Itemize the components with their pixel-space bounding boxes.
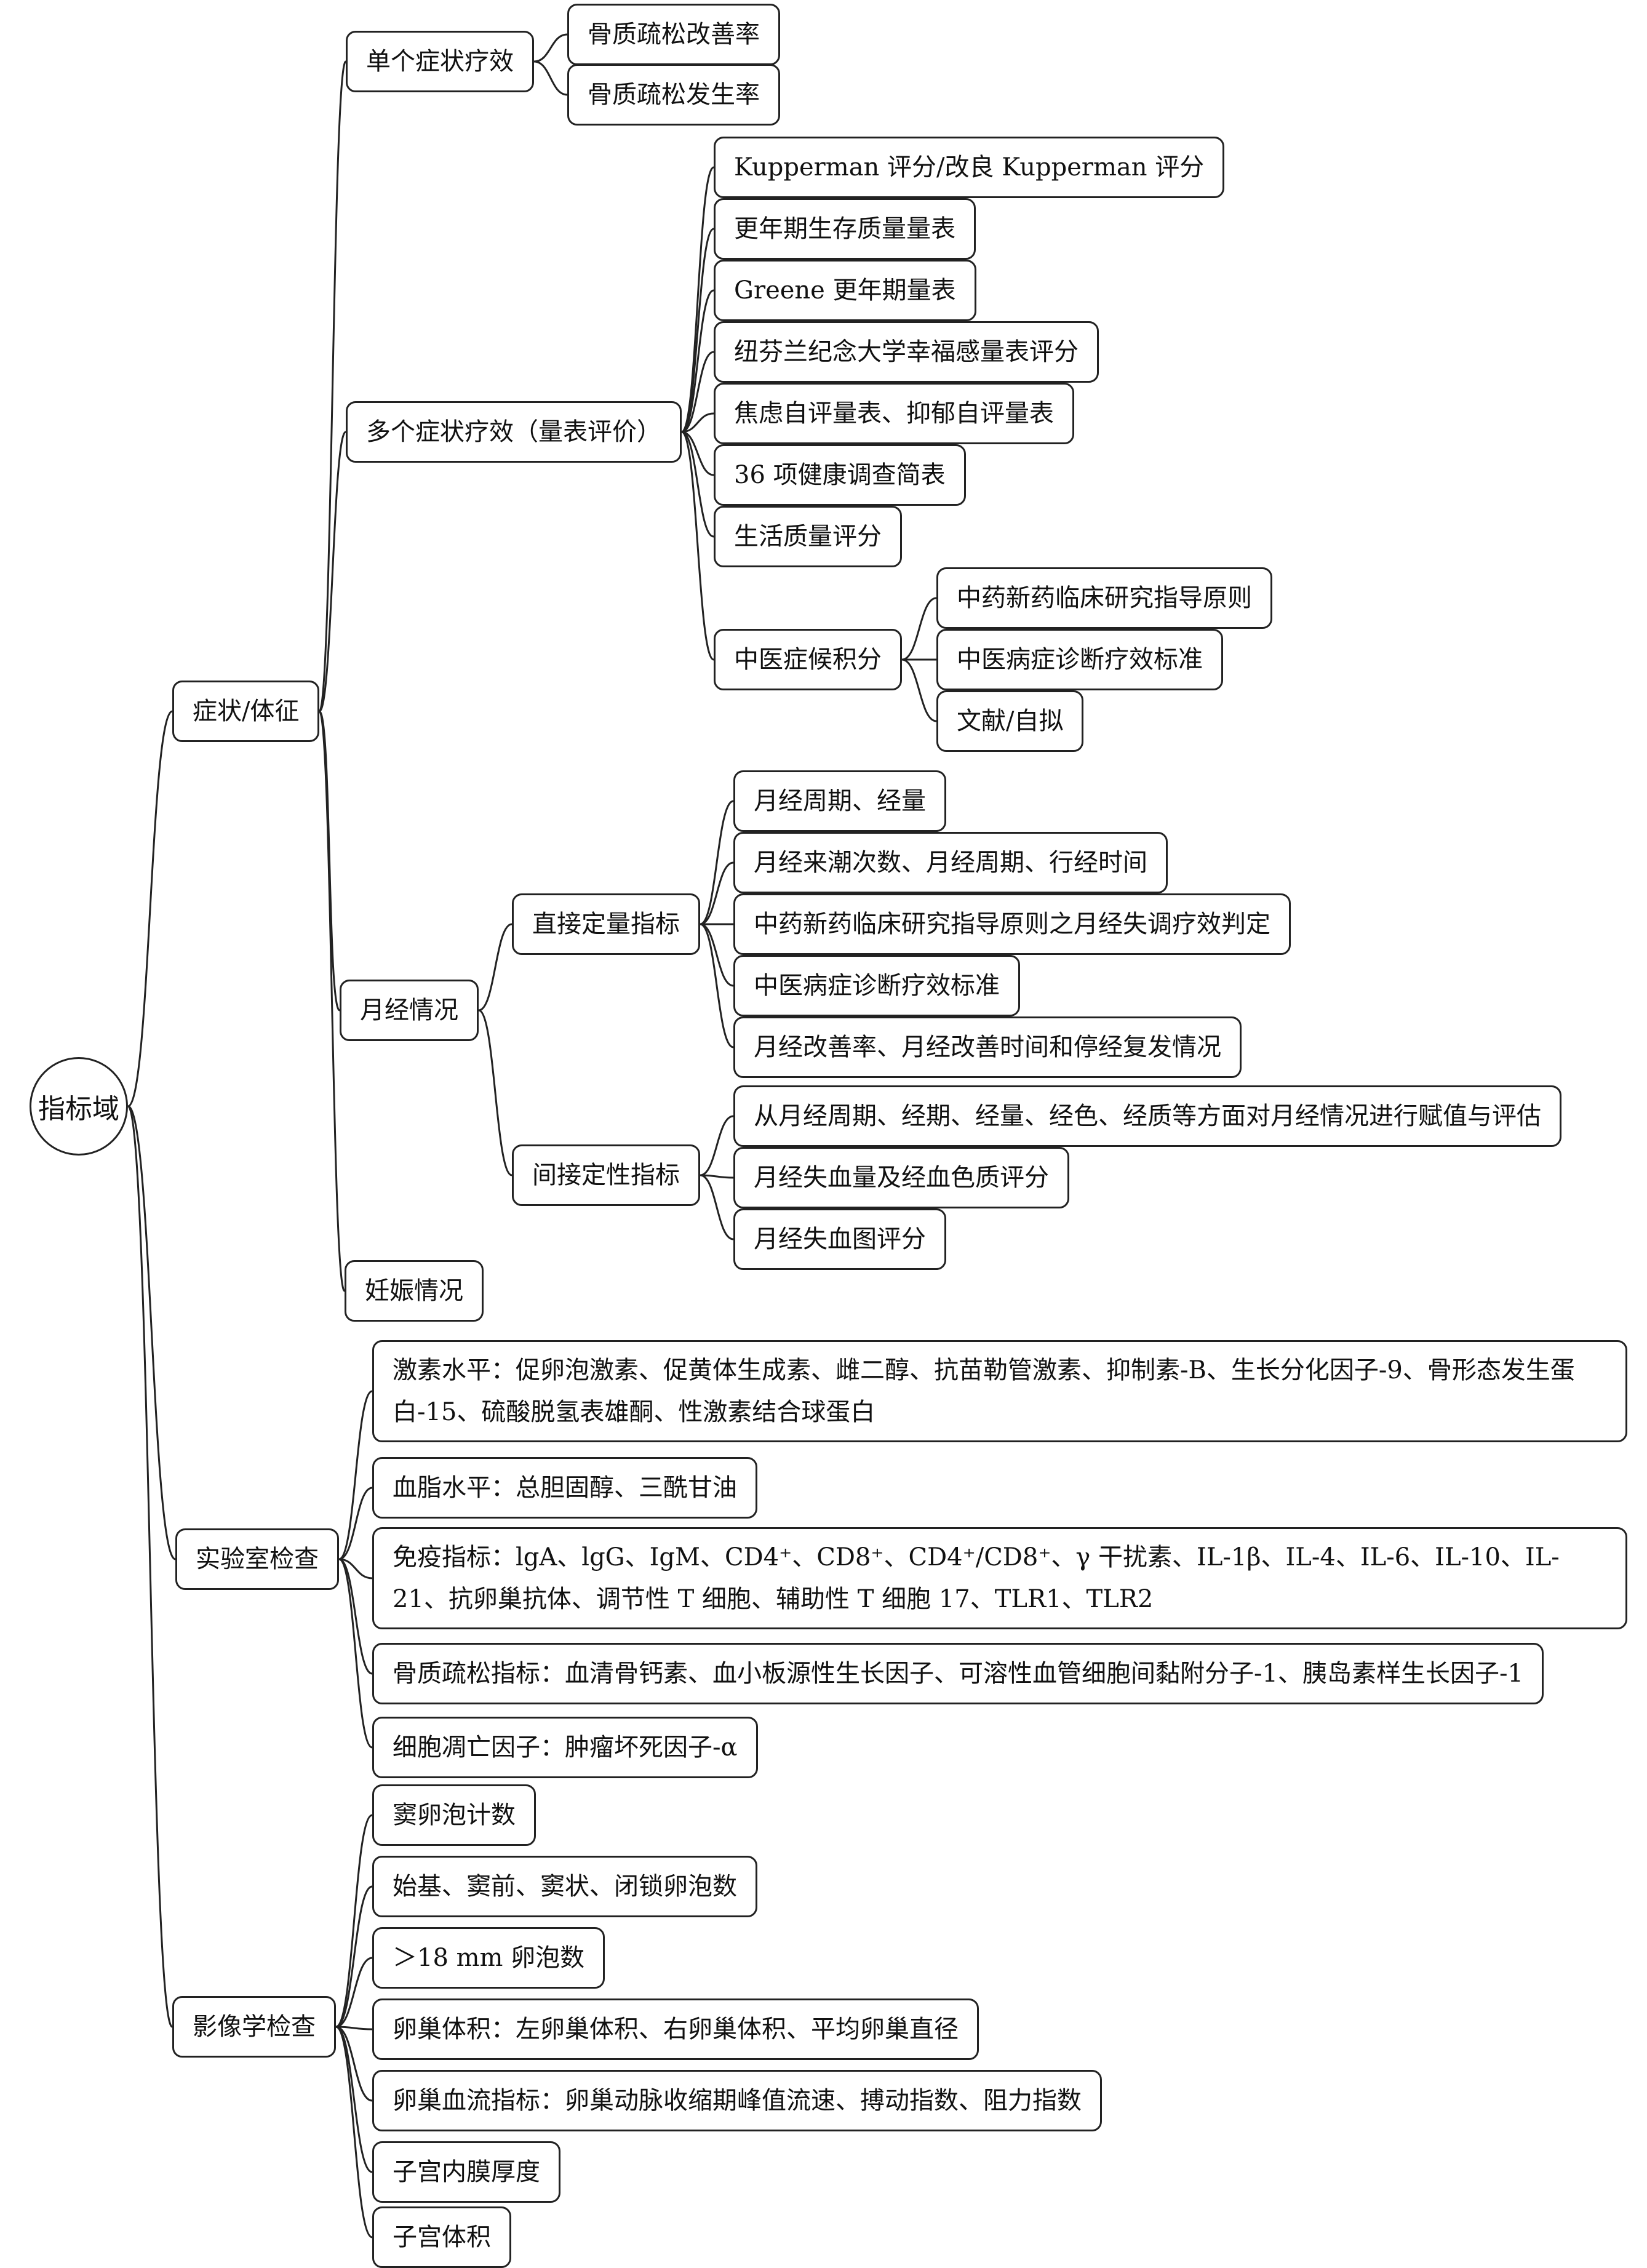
node-menstrual: 月经情况 bbox=[340, 980, 479, 1041]
leaf-indirect-1: 月经失血量及经血色质评分 bbox=[733, 1147, 1069, 1208]
connector-dir-d4 bbox=[700, 923, 734, 1048]
connector-ind-i1 bbox=[700, 1174, 734, 1179]
leaf-single-0: 骨质疏松改善率 bbox=[567, 4, 780, 65]
leaf-imaging-0: 窦卵泡计数 bbox=[372, 1784, 536, 1846]
leaf-indirect-0: 从月经周期、经期、经量、经色、经质等方面对月经情况进行赋值与评估 bbox=[733, 1085, 1561, 1147]
node-pregnancy: 妊娠情况 bbox=[345, 1260, 484, 1322]
node-single-symptom: 单个症状疗效 bbox=[346, 31, 534, 92]
leaf-lab-2: 免疫指标：lgA、lgG、IgM、CD4⁺、CD8⁺、CD4⁺/CD8⁺、γ 干… bbox=[372, 1527, 1627, 1629]
connector-img-g6 bbox=[335, 2026, 373, 2238]
leaf-imaging-5: 子宫内膜厚度 bbox=[372, 2141, 560, 2203]
connector-img-g2 bbox=[335, 1957, 373, 2028]
leaf-tcm-0: 中药新药临床研究指导原则 bbox=[936, 567, 1272, 629]
leaf-single-1: 骨质疏松发生率 bbox=[567, 64, 780, 126]
connector-tcm-t0 bbox=[901, 597, 937, 661]
connector-sym-single bbox=[318, 60, 347, 713]
leaf-multi-1: 更年期生存质量量表 bbox=[714, 198, 976, 260]
leaf-lab-4: 细胞凋亡因子：肿瘤坏死因子-α bbox=[372, 1717, 758, 1778]
leaf-direct-3: 中医病症诊断疗效标准 bbox=[733, 955, 1020, 1016]
connector-lab-l0 bbox=[338, 1390, 373, 1560]
connector-ind-i0 bbox=[700, 1115, 734, 1176]
connector-img-g0 bbox=[335, 1814, 373, 2028]
node-multi-symptom: 多个症状疗效（量表评价） bbox=[346, 401, 682, 463]
leaf-imaging-2: ＞18 mm 卵泡数 bbox=[372, 1927, 605, 1989]
connector-img-g5 bbox=[335, 2026, 373, 2173]
leaf-tcm-1: 中医病症诊断疗效标准 bbox=[936, 629, 1223, 690]
leaf-tcm-2: 文献/自拟 bbox=[936, 690, 1084, 752]
leaf-imaging-1: 始基、窦前、窦状、闭锁卵泡数 bbox=[372, 1856, 757, 1917]
node-symptoms: 症状/体征 bbox=[172, 681, 320, 742]
connector-root-sym bbox=[127, 710, 173, 1108]
connector-img-g3 bbox=[335, 2026, 373, 2030]
connector-multi-m2 bbox=[681, 289, 714, 433]
connector-multi-m6 bbox=[681, 431, 714, 538]
leaf-multi-2: Greene 更年期量表 bbox=[714, 260, 976, 321]
leaf-lab-0: 激素水平：促卵泡激素、促黄体生成素、雌二醇、抗苗勒管激素、抑制素-B、生长分化因… bbox=[372, 1340, 1627, 1442]
connector-root-lab bbox=[127, 1105, 176, 1560]
leaf-indirect-2: 月经失血图评分 bbox=[733, 1208, 946, 1270]
leaf-direct-4: 月经改善率、月经改善时间和停经复发情况 bbox=[733, 1016, 1242, 1078]
connector-dir-d0 bbox=[700, 800, 734, 925]
leaf-direct-0: 月经周期、经量 bbox=[733, 770, 946, 832]
connector-lab-l4 bbox=[338, 1558, 373, 1749]
leaf-multi-0: Kupperman 评分/改良 Kupperman 评分 bbox=[714, 137, 1225, 198]
connector-multi-m5 bbox=[681, 431, 714, 476]
leaf-lab-3: 骨质疏松指标：血清骨钙素、血小板源性生长因子、可溶性血管细胞间黏附分子-1、胰岛… bbox=[372, 1643, 1544, 1704]
connector-root-img bbox=[127, 1105, 173, 2028]
leaf-multi-6: 生活质量评分 bbox=[714, 506, 902, 567]
node-imaging: 影像学检查 bbox=[172, 1996, 336, 2058]
connector-multi-m4 bbox=[681, 412, 714, 433]
node-tcm-score: 中医症候积分 bbox=[714, 629, 902, 690]
connector-sym-multi bbox=[318, 431, 347, 713]
connector-lab-l3 bbox=[338, 1558, 373, 1675]
leaf-imaging-4: 卵巢血流指标：卵巢动脉收缩期峰值流速、搏动指数、阻力指数 bbox=[372, 2070, 1102, 2131]
connector-dir-d3 bbox=[700, 923, 734, 987]
leaf-lab-1: 血脂水平：总胆固醇、三酰甘油 bbox=[372, 1457, 757, 1519]
node-indirect-indicators: 间接定性指标 bbox=[512, 1144, 700, 1206]
leaf-imaging-6: 子宫体积 bbox=[372, 2206, 511, 2268]
connector-multi-tcm bbox=[681, 431, 714, 661]
connector-mens-ind bbox=[478, 1009, 512, 1176]
leaf-direct-1: 月经来潮次数、月经周期、行经时间 bbox=[733, 832, 1168, 893]
connector-dir-d1 bbox=[700, 861, 734, 925]
connector-multi-m1 bbox=[681, 228, 714, 433]
connector-single-s0 bbox=[533, 33, 568, 63]
connector-lab-l2 bbox=[338, 1558, 373, 1579]
leaf-multi-3: 纽芬兰纪念大学幸福感量表评分 bbox=[714, 321, 1099, 383]
node-lab: 实验室检查 bbox=[175, 1528, 339, 1590]
leaf-direct-2: 中药新药临床研究指导原则之月经失调疗效判定 bbox=[733, 893, 1291, 955]
connector-ind-i2 bbox=[700, 1174, 734, 1240]
leaf-multi-4: 焦虑自评量表、抑郁自评量表 bbox=[714, 383, 1074, 444]
node-direct-indicators: 直接定量指标 bbox=[512, 893, 700, 955]
connector-sym-preg bbox=[318, 710, 346, 1292]
connector-tcm-t2 bbox=[901, 658, 937, 722]
connector-img-g4 bbox=[335, 2026, 373, 2102]
connector-single-s1 bbox=[533, 60, 568, 96]
leaf-multi-5: 36 项健康调查简表 bbox=[714, 444, 966, 506]
leaf-imaging-3: 卵巢体积：左卵巢体积、右卵巢体积、平均卵巢直径 bbox=[372, 1998, 979, 2060]
connector-lab-l1 bbox=[338, 1487, 373, 1560]
connector-mens-dir bbox=[478, 923, 512, 1012]
connector-img-g1 bbox=[335, 1885, 373, 2028]
root-node: 指标域 bbox=[30, 1057, 128, 1156]
connector-multi-m3 bbox=[681, 351, 714, 433]
